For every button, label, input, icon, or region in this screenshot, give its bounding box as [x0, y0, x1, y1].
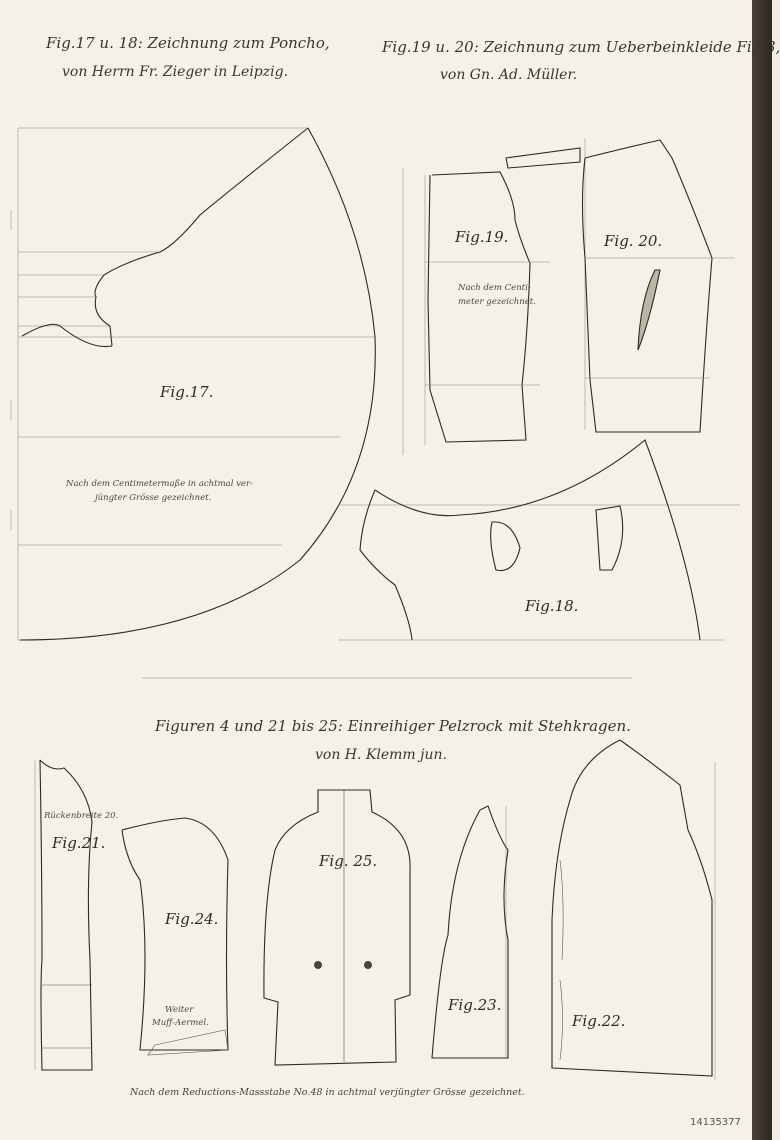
fig21-drawing — [34, 759, 93, 1071]
pattern-drawings — [10, 127, 740, 1080]
fig24-drawing — [121, 817, 229, 1056]
archive-number: 14135377 — [690, 1117, 741, 1128]
fig22-drawing — [551, 739, 716, 1080]
fig19-label: Fig.19. — [455, 228, 509, 246]
right-title: Fig.19 u. 20: Zeichnung zum Ueberbeinkle… — [382, 38, 780, 56]
fig20-label: Fig. 20. — [604, 232, 663, 250]
fig25-label: Fig. 25. — [319, 852, 378, 870]
fig23-label: Fig.23. — [448, 996, 502, 1014]
fig23-drawing — [431, 805, 509, 1059]
fig21-label: Fig.21. — [52, 834, 106, 852]
fig20-drawing — [581, 138, 735, 433]
fig17-note-line2: jüngter Grösse gezeichnet. — [95, 493, 212, 503]
plate-page — [752, 0, 753, 1140]
fig21-note: Rückenbreite 20. — [44, 811, 119, 821]
fig24-note-line2: Muff-Aermel. — [152, 1018, 209, 1028]
left-author: von Herrn Fr. Zieger in Leipzig. — [62, 64, 289, 80]
fig22-label: Fig.22. — [572, 1012, 626, 1030]
fig25-drawing — [263, 789, 411, 1066]
fig17-note-line1: Nach dem Centimetermaße in achtmal ver- — [66, 479, 253, 489]
left-title: Fig.17 u. 18: Zeichnung zum Poncho, — [46, 34, 330, 52]
footer-caption: Nach dem Reductions-Massstabe No.48 in a… — [130, 1087, 525, 1098]
section2-author: von H. Klemm jun. — [315, 747, 447, 763]
fig17-label: Fig.17. — [160, 383, 214, 401]
fig18-label: Fig.18. — [525, 597, 579, 615]
fig24-note-line1: Weiter — [165, 1005, 194, 1015]
fig19-note-line2: meter gezeichnet. — [458, 297, 536, 307]
fig19-drawing — [402, 147, 581, 455]
book-binding — [752, 0, 772, 1140]
fig18-drawing — [338, 439, 740, 641]
section2-title: Figuren 4 und 21 bis 25: Einreihiger Pel… — [155, 717, 631, 735]
fig24-label: Fig.24. — [165, 910, 219, 928]
right-author: von Gn. Ad. Müller. — [440, 67, 578, 83]
fig19-note-line1: Nach dem Centi- — [458, 283, 531, 293]
fig17-drawing — [10, 127, 376, 641]
